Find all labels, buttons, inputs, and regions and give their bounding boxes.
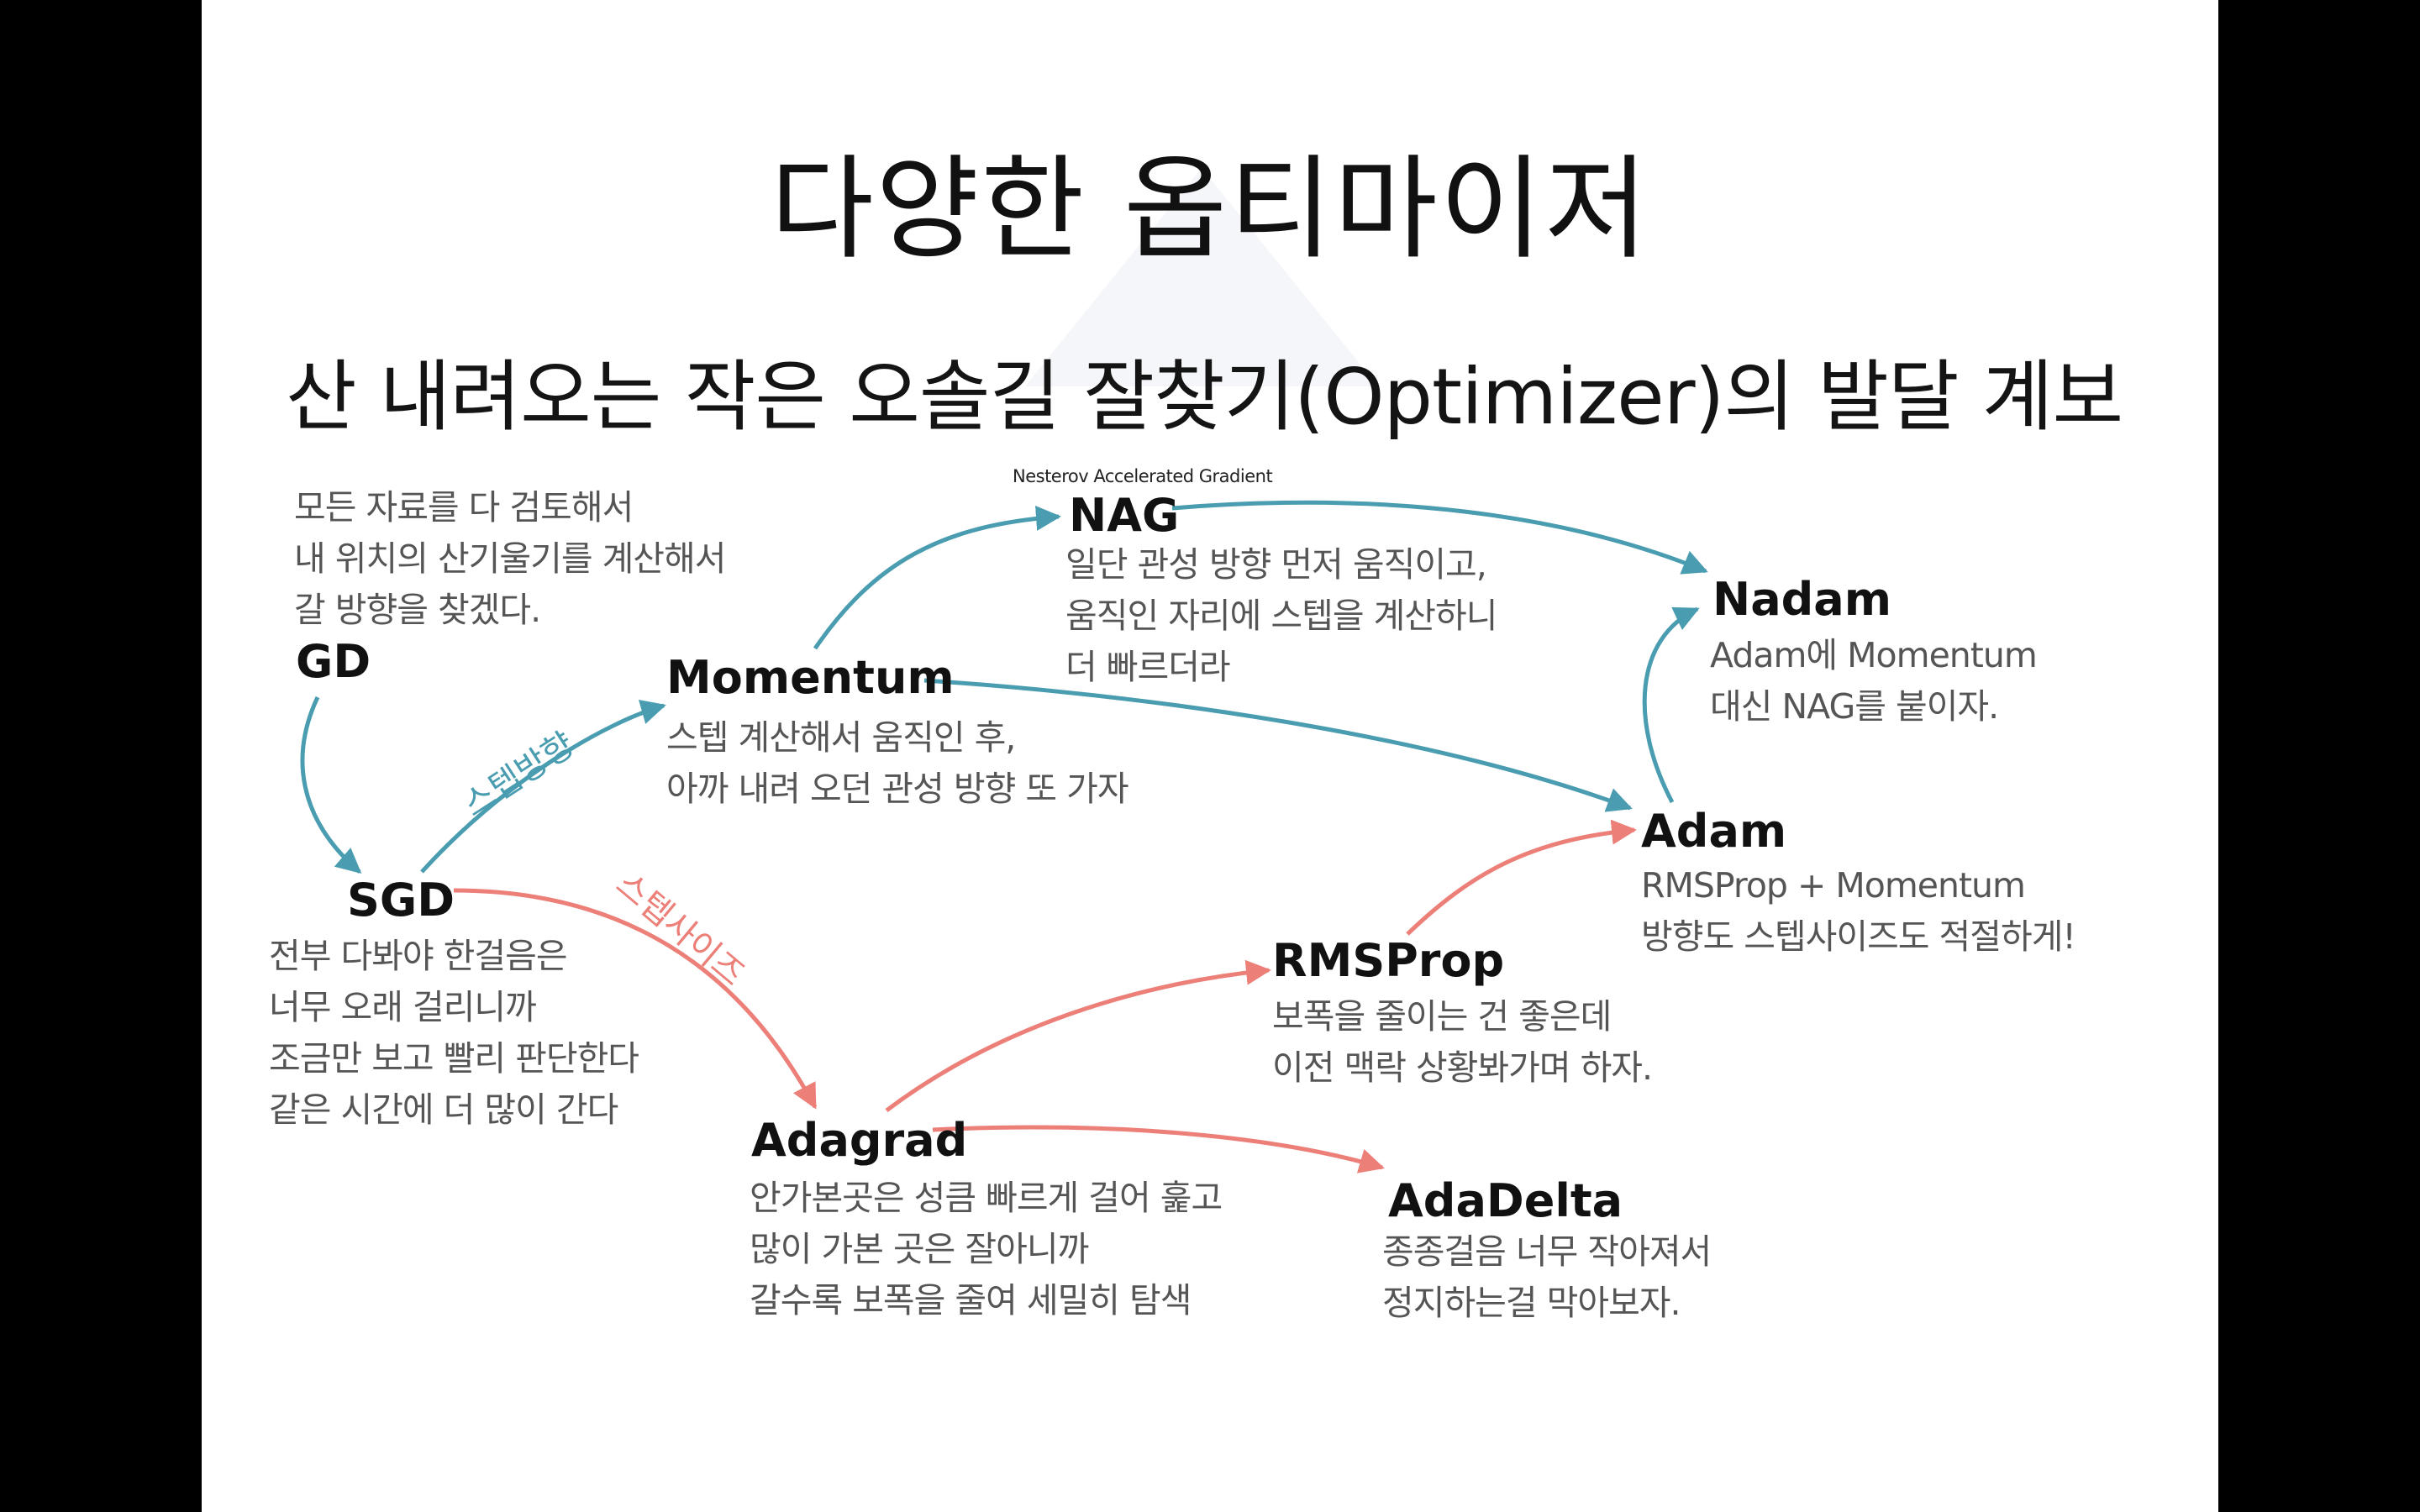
desc-line: Adam에 Momentum bbox=[1710, 635, 2038, 675]
edge-adagrad-adadelta bbox=[932, 1125, 1385, 1173]
desc-line: 종종걸음 너무 작아져서 bbox=[1382, 1231, 1712, 1272]
desc-line: 대신 NAG를 붙이자. bbox=[1710, 686, 1999, 727]
node-adam: Adam bbox=[1641, 805, 1787, 858]
nadam-description: Adam에 Momentum 대신 NAG를 붙이자. bbox=[1710, 630, 2038, 732]
edge-sgd-momentum bbox=[420, 700, 666, 874]
edge-gd-sgd bbox=[300, 696, 362, 874]
desc-line: 방향도 스텝사이즈도 적절하게! bbox=[1641, 916, 2076, 957]
desc-line: 많이 가본 곳은 잘아니까 bbox=[750, 1229, 1089, 1269]
edge-momentum-adam bbox=[923, 678, 1633, 812]
node-nag: NAG bbox=[1069, 489, 1180, 542]
nag-description: 일단 관성 방향 먼저 움직이고, 움직인 자리에 스텝을 계산하니 더 빠르더… bbox=[1065, 539, 1497, 693]
node-momentum: Momentum bbox=[666, 651, 955, 704]
desc-line: 정지하는걸 막아보자. bbox=[1382, 1283, 1681, 1323]
desc-line: 모든 자료를 다 검토해서 bbox=[294, 487, 634, 528]
slide-title: 다양한 옵티마이저 bbox=[770, 144, 1650, 275]
adagrad-description: 안가본곳은 성큼 빠르게 걸어 훑고 많이 가본 곳은 잘아니까 갈수록 보폭을… bbox=[750, 1173, 1223, 1326]
node-nadam: Nadam bbox=[1712, 573, 1891, 626]
rmsprop-description: 보폭을 줄이는 건 좋은데 이전 맥락 상황봐가며 하자. bbox=[1272, 991, 1653, 1094]
node-gd: GD bbox=[296, 635, 371, 688]
edge-adagrad-rmsprop bbox=[885, 959, 1271, 1112]
desc-line: 이전 맥락 상황봐가며 하자. bbox=[1272, 1047, 1653, 1088]
desc-line: 조금만 보고 빨리 판단한다 bbox=[269, 1038, 639, 1079]
gd-description: 모든 자료를 다 검토해서 내 위치의 산기울기를 계산해서 갈 방향을 찾겠다… bbox=[294, 482, 726, 636]
desc-line: 스텝 계산해서 움직인 후, bbox=[666, 717, 1016, 758]
desc-line: 보폭을 줄이는 건 좋은데 bbox=[1272, 996, 1612, 1037]
diagram-subtitle: 산 내려오는 작은 오솔길 잘찾기(Optimizer)의 발달 계보 bbox=[286, 352, 2123, 442]
edge-adam-nadam bbox=[1642, 606, 1700, 804]
desc-line: 일단 관성 방향 먼저 움직이고, bbox=[1065, 544, 1487, 585]
watermark-triangle bbox=[1025, 168, 1378, 386]
edge-sgd-adagrad bbox=[453, 888, 818, 1110]
sgd-description: 전부 다봐야 한걸음은 너무 오래 걸리니까 조금만 보고 빨리 판단한다 같은… bbox=[269, 931, 639, 1136]
edge-momentum-nag bbox=[813, 505, 1061, 650]
arrows-layer bbox=[300, 500, 1708, 1173]
momentum-description: 스텝 계산해서 움직인 후, 아까 내려 오던 관성 방향 또 가자 bbox=[666, 712, 1129, 815]
desc-line: 내 위치의 산기울기를 계산해서 bbox=[294, 538, 726, 579]
adam-description: RMSProp + Momentum 방향도 스텝사이즈도 적절하게! bbox=[1641, 860, 2076, 963]
desc-line: 갈수록 보폭을 줄여 세밀히 탐색 bbox=[750, 1280, 1192, 1320]
nag-fullname: Nesterov Accelerated Gradient bbox=[1013, 466, 1273, 486]
edge-nag-nadam bbox=[1171, 500, 1708, 575]
node-adagrad: Adagrad bbox=[751, 1114, 968, 1167]
desc-line: 같은 시간에 더 많이 간다 bbox=[269, 1089, 618, 1130]
node-rmsprop: RMSProp bbox=[1272, 934, 1505, 987]
edge-rmsprop-adam bbox=[1406, 819, 1637, 936]
desc-line: 아까 내려 오던 관성 방향 또 가자 bbox=[666, 769, 1129, 809]
slide: 다양한 옵티마이저 산 내려오는 작은 오솔길 잘찾기(Optimizer)의 … bbox=[202, 0, 2218, 1512]
desc-line: 전부 다봐야 한걸음은 bbox=[269, 936, 568, 976]
desc-line: RMSProp + Momentum bbox=[1641, 865, 2026, 906]
desc-line: 더 빠르더라 bbox=[1065, 647, 1231, 687]
desc-line: 움직인 자리에 스텝을 계산하니 bbox=[1065, 596, 1497, 636]
node-adadelta: AdaDelta bbox=[1388, 1174, 1623, 1227]
desc-line: 너무 오래 걸리니까 bbox=[269, 987, 537, 1027]
node-sgd: SGD bbox=[347, 874, 455, 927]
adadelta-description: 종종걸음 너무 작아져서 정지하는걸 막아보자. bbox=[1382, 1226, 1712, 1329]
desc-line: 안가본곳은 성큼 빠르게 걸어 훑고 bbox=[750, 1178, 1223, 1218]
desc-line: 갈 방향을 찾겠다. bbox=[294, 590, 541, 630]
